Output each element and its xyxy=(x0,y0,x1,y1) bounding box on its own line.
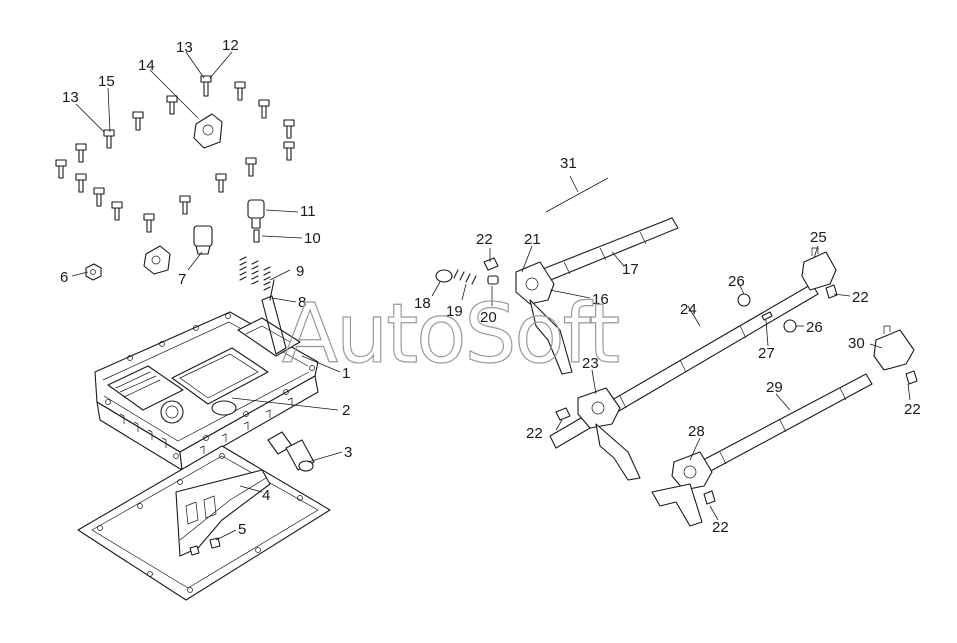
bolt-set xyxy=(55,75,295,233)
callout-1: 1 xyxy=(342,365,350,382)
callout-11: 11 xyxy=(300,203,316,220)
detent-ball-20 xyxy=(487,275,499,285)
detent-plug-18 xyxy=(435,269,453,283)
set-screws-22 xyxy=(483,257,918,505)
bracket-small xyxy=(143,245,171,275)
callout-22b: 22 xyxy=(526,425,543,442)
deflector-plate xyxy=(175,469,271,557)
callout-15: 15 xyxy=(98,73,115,90)
callout-30: 30 xyxy=(848,335,865,352)
breather-part-7 xyxy=(193,225,213,255)
callout-22d: 22 xyxy=(904,401,921,418)
callout-23: 23 xyxy=(582,355,599,372)
callout-10: 10 xyxy=(304,230,321,247)
callout-28: 28 xyxy=(688,423,705,440)
interlock-ball-26a xyxy=(737,293,751,307)
callout-31: 31 xyxy=(560,155,577,172)
callout-22a: 22 xyxy=(476,231,493,248)
callout-25: 25 xyxy=(810,229,827,246)
interlock-pin-27 xyxy=(761,311,773,321)
callout-20: 20 xyxy=(480,309,497,326)
watermark: AutoSoft xyxy=(282,287,619,382)
bolt-part-5 xyxy=(189,537,221,556)
callout-2: 2 xyxy=(342,402,350,419)
bracket-part-14 xyxy=(193,113,223,149)
shift-fork-16 xyxy=(515,261,573,375)
shift-block-30 xyxy=(873,325,915,371)
callout-9: 9 xyxy=(296,263,304,280)
callout-14: 14 xyxy=(138,57,155,74)
callout-29: 29 xyxy=(766,379,783,396)
callout-8: 8 xyxy=(298,294,306,311)
callout-labels: 1 2 3 4 5 6 7 8 9 10 11 12 13 13 14 15 1… xyxy=(60,37,921,538)
callout-24: 24 xyxy=(680,301,697,318)
callout-12: 12 xyxy=(222,37,239,54)
callout-13b: 13 xyxy=(62,89,79,106)
callout-26a: 26 xyxy=(728,273,745,290)
callout-26b: 26 xyxy=(806,319,823,336)
plug-part-3 xyxy=(267,431,315,472)
gearshift-housing-cover xyxy=(94,311,319,471)
callout-17: 17 xyxy=(622,261,639,278)
shift-fork-28 xyxy=(651,451,713,527)
leader-lines xyxy=(71,51,911,541)
shift-block-25 xyxy=(801,247,837,291)
callout-27: 27 xyxy=(758,345,775,362)
callout-22c: 22 xyxy=(852,289,869,306)
callout-3: 3 xyxy=(344,444,352,461)
callout-5: 5 xyxy=(238,521,246,538)
interlock-ball-26b xyxy=(783,319,797,333)
callout-19: 19 xyxy=(446,303,463,320)
shift-lever xyxy=(261,279,287,355)
shift-fork-23 xyxy=(577,387,641,481)
callout-4: 4 xyxy=(262,487,270,504)
springs-part-9 xyxy=(239,256,271,291)
detent-spring-19 xyxy=(453,269,477,285)
sensor-part-11 xyxy=(247,199,265,243)
callout-16: 16 xyxy=(592,291,609,308)
callout-6: 6 xyxy=(60,269,68,286)
callout-18: 18 xyxy=(414,295,431,312)
callout-7: 7 xyxy=(178,271,186,288)
nut-part-6 xyxy=(85,263,102,281)
callout-21: 21 xyxy=(524,231,541,248)
callout-13a: 13 xyxy=(176,39,193,56)
callout-22e: 22 xyxy=(712,519,729,536)
